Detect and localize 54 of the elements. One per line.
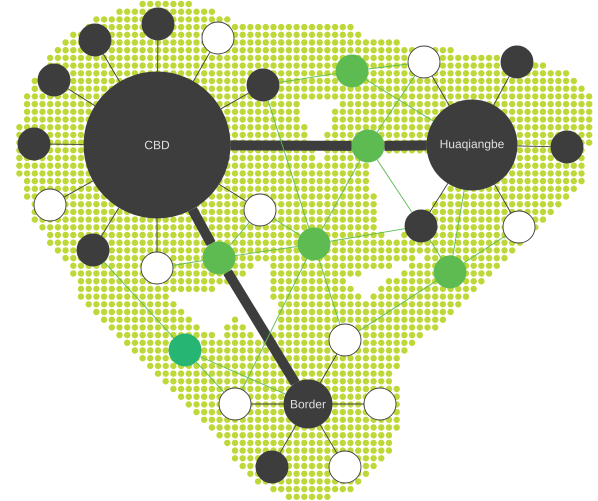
node-circle (246, 68, 280, 102)
node-circle (140, 252, 174, 284)
connector-line (432, 76, 450, 106)
connector-line (172, 260, 204, 266)
connector-line (234, 246, 298, 256)
connector-line (67, 88, 96, 106)
node-circle (352, 130, 384, 162)
node-circle (328, 450, 362, 484)
connector-line (242, 258, 308, 390)
node-circle (550, 130, 584, 164)
connector-line (366, 79, 434, 122)
connector-line (157, 40, 158, 72)
node-circle (168, 334, 202, 366)
connector-line (280, 424, 296, 454)
connector-line (230, 140, 352, 151)
node-circle (34, 188, 66, 222)
connector-line (223, 269, 300, 386)
node-circle (18, 128, 50, 160)
node-circle (500, 46, 534, 78)
connector-line (358, 280, 437, 332)
node-circle (298, 228, 330, 260)
connector-line (429, 183, 448, 213)
connector-line (318, 259, 340, 325)
connector-line (229, 222, 250, 246)
node-circle (78, 24, 112, 56)
connector-line (322, 160, 360, 230)
connector-line (368, 64, 408, 70)
connector-line (196, 362, 224, 392)
node-circle (218, 388, 252, 420)
node-circle (434, 256, 466, 288)
connector-line (463, 236, 506, 264)
node-circle (364, 388, 396, 420)
node-circle (408, 46, 440, 78)
connector-line (156, 218, 158, 252)
connector-line (268, 100, 310, 229)
node-circle (142, 8, 174, 40)
node-circle (328, 324, 362, 356)
node-circle (256, 450, 288, 484)
connector-line (429, 239, 442, 259)
connector-line (376, 159, 412, 213)
node-circle (76, 234, 110, 266)
node-circle (38, 64, 70, 96)
node-circle (336, 54, 368, 88)
connector-line (330, 228, 406, 242)
connector-line (376, 75, 416, 133)
connector-line (452, 189, 465, 256)
node-circle (202, 242, 236, 274)
node-circle (202, 22, 234, 54)
node-circle (244, 194, 276, 226)
connector-line (50, 144, 84, 145)
node-circle (502, 210, 536, 244)
connector-line (278, 73, 336, 83)
connector-line (200, 356, 286, 395)
node-circle (404, 210, 438, 242)
